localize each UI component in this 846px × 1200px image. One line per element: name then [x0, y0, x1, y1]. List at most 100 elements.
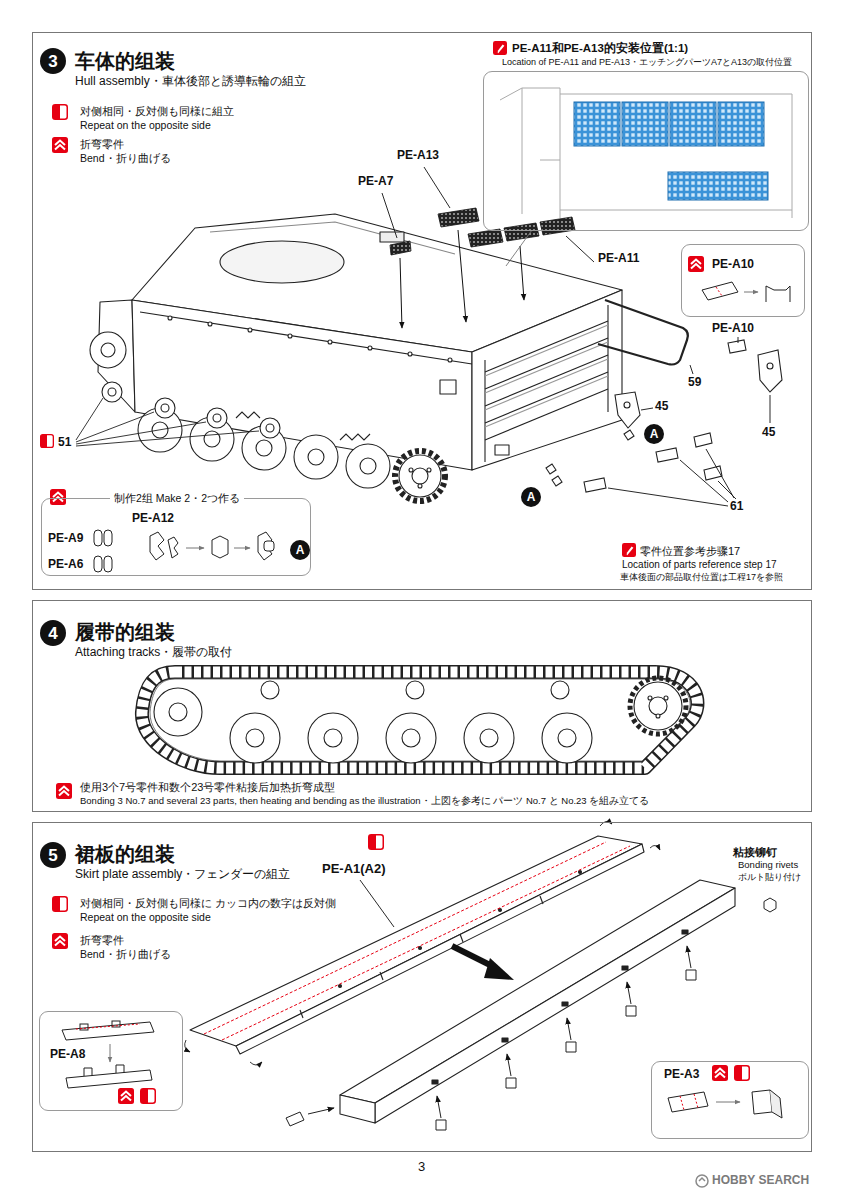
instruction-icon	[622, 543, 636, 557]
track-wheels	[261, 681, 279, 699]
skirt-plate	[419, 947, 422, 950]
part-number: 51	[58, 436, 71, 450]
bend-sketch	[62, 1022, 154, 1040]
step-number: 4	[40, 620, 66, 646]
track-wheels	[648, 696, 652, 700]
chain-sketch	[94, 530, 274, 572]
leader-line	[680, 460, 728, 502]
track-wheels	[386, 713, 436, 763]
skirt-plate	[236, 844, 644, 1054]
leader-line	[382, 193, 397, 238]
watermark-logo	[696, 1175, 708, 1187]
callout-letter: A	[527, 491, 536, 503]
bend-sketch	[702, 282, 738, 300]
note-text: Repeat on the opposite side	[80, 119, 211, 131]
bend-inset: PE-A10	[681, 244, 805, 317]
etched-part	[468, 229, 503, 247]
step-number: 5	[40, 842, 66, 868]
track-wheels	[324, 729, 342, 747]
track-wheels	[542, 713, 592, 763]
instruction-icon	[52, 933, 68, 949]
instruction-icon	[735, 1066, 750, 1081]
track-wheels	[656, 714, 660, 718]
chain-sketch	[168, 537, 178, 558]
clip-part	[627, 982, 631, 1004]
assembly-arrow	[458, 230, 466, 322]
clip-part	[506, 1078, 516, 1088]
rear-part	[694, 433, 712, 447]
road-wheels	[256, 440, 272, 456]
skirt-plate	[502, 1038, 508, 1042]
step-panel: 履带的组装Attaching tracks・履帯の取付4	[32, 600, 812, 812]
hull-drawing	[98, 214, 622, 470]
etched-part	[504, 223, 539, 241]
road-wheels	[412, 468, 428, 484]
bend-arrow	[185, 1040, 190, 1052]
rear-part	[546, 464, 556, 474]
etched-grille	[622, 102, 668, 146]
clip-part	[437, 1096, 441, 1118]
road-wheels	[308, 449, 324, 465]
track-wheels	[169, 703, 187, 721]
note-text: 使用3个7号零件和数个23号零件粘接后加热折弯成型	[80, 781, 335, 794]
leader-line	[608, 488, 728, 506]
etched-grille	[670, 102, 716, 146]
rear-part	[728, 340, 746, 353]
part-label: PE-A12	[132, 512, 174, 526]
clip-part	[286, 898, 776, 1130]
instruction-icon	[52, 137, 68, 153]
inset-subheading: Location of PE-A11 and PE-A13・エッチングパーツA7…	[502, 57, 792, 67]
skirt-plate	[380, 972, 383, 980]
location-inset: PE-A11和PE-A13的安装位置(1:1)Location of PE-A1…	[483, 71, 809, 231]
leader-line	[770, 395, 771, 423]
road-wheels	[213, 414, 221, 422]
step-subheading: Attaching tracks・履帯の取付	[75, 646, 232, 660]
step-heading: 裙板的组装	[75, 843, 175, 866]
leader-line	[424, 167, 450, 208]
hull-drawing	[485, 342, 608, 393]
assembly-arrow	[400, 258, 402, 328]
track-wheels	[154, 678, 686, 763]
chain-sketch	[186, 548, 204, 549]
clip-part	[507, 1054, 511, 1076]
watermark: HOBBY SEARCH	[712, 1174, 809, 1188]
skirt-plate	[562, 1002, 568, 1006]
leader-line	[76, 398, 103, 440]
leader-line	[360, 880, 394, 927]
instruction-icon	[141, 1089, 156, 1104]
step-heading: 车体的组装	[75, 50, 175, 73]
note-text: Location of parts reference step 17	[622, 559, 777, 571]
bend-sketch	[110, 1044, 111, 1062]
leader-line	[641, 408, 653, 410]
road-wheels	[418, 484, 422, 488]
watermark-logo	[699, 1178, 705, 1181]
road-wheels	[294, 435, 338, 479]
instruction-icon	[53, 897, 68, 912]
part-number: 45	[762, 426, 775, 440]
skirt-plate	[579, 871, 582, 874]
step-number-text: 5	[48, 847, 57, 864]
etched-part	[390, 241, 411, 255]
instruction-icon	[56, 783, 72, 799]
note-text: ボルト貼り付け	[738, 872, 801, 882]
part-number: 61	[730, 500, 743, 514]
skirt-plate	[460, 934, 463, 942]
road-wheels	[236, 412, 260, 418]
part-number: 59	[688, 376, 701, 390]
track-wheels	[649, 697, 667, 715]
leader-line	[76, 431, 259, 446]
direction-arrow	[484, 958, 514, 980]
road-wheels	[395, 451, 445, 501]
road-wheels	[90, 332, 126, 368]
chain-sketch	[94, 530, 102, 546]
bend-sketch	[716, 1102, 740, 1103]
track-drawing	[142, 672, 698, 768]
callout-circle: A	[644, 424, 664, 444]
note-text: 对侧相同・反対側も同様に組立	[80, 105, 234, 118]
location-sketch	[560, 210, 792, 211]
hull-drawing	[380, 232, 404, 242]
skirt-plate	[540, 896, 543, 904]
bend-arrow	[650, 845, 660, 850]
note-text: 零件位置参考步骤17	[640, 545, 740, 558]
